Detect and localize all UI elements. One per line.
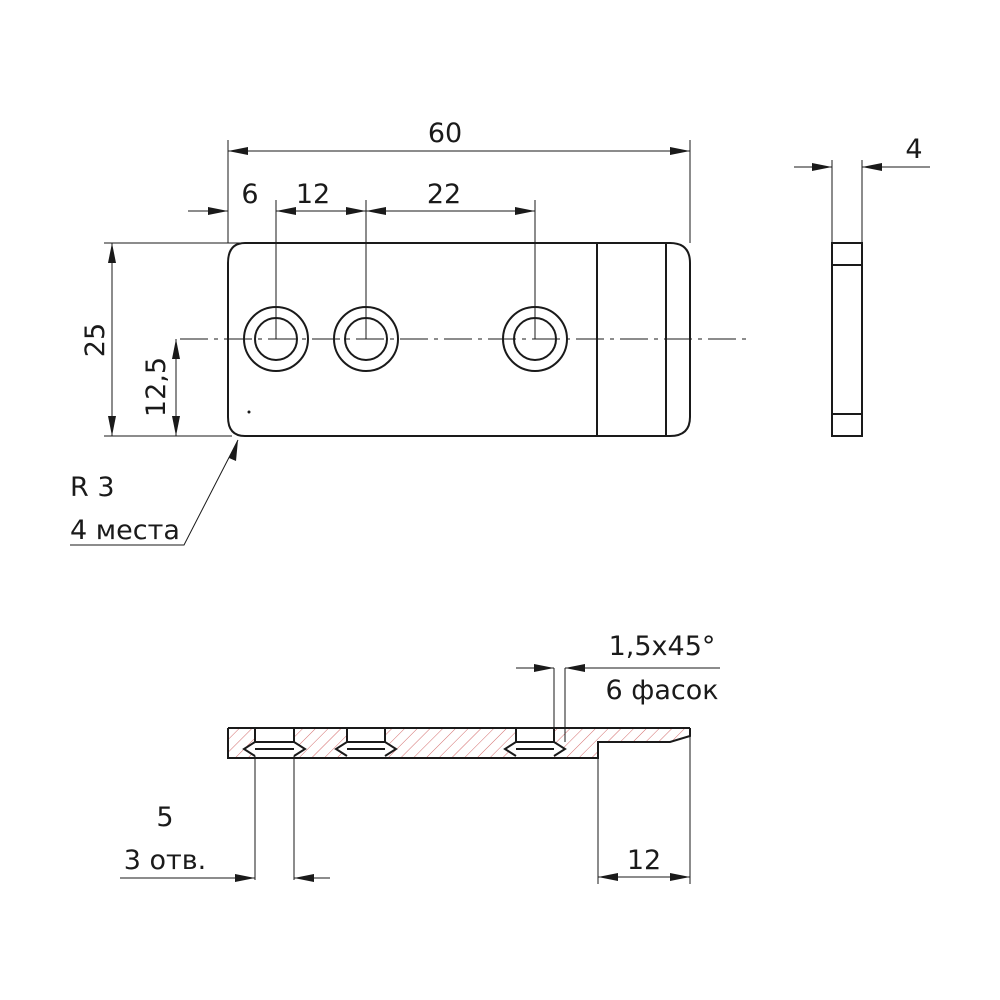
dim-thickness: 4: [794, 134, 930, 171]
hole-dia-note: 5: [156, 802, 173, 833]
hole-count-note: 3 отв.: [124, 845, 207, 876]
dim-label-22: 22: [427, 179, 461, 210]
plate-outline: [227, 242, 691, 437]
dim-height: 25: [80, 243, 116, 436]
section-solid-4: [554, 728, 690, 758]
side-profile: [831, 242, 863, 437]
chamfer-note: 1,5x45°: [609, 631, 716, 662]
section-solid-3: [385, 728, 516, 758]
radius-leader: R 3 4 места: [70, 439, 239, 546]
dim-label-12-5: 12,5: [141, 357, 172, 417]
side-view: [831, 160, 863, 437]
dim-label-25: 25: [80, 323, 111, 357]
dim-centre-height: 12,5: [141, 339, 180, 436]
corner-mark: [247, 410, 251, 414]
dim-label-6: 6: [241, 179, 258, 210]
dim-hole-spacing: 6 12 22: [188, 179, 535, 215]
section-solid-1: [228, 728, 255, 758]
radius-count-note: 4 места: [70, 515, 180, 546]
section-solid-2: [294, 728, 347, 758]
dim-step-length: 12: [597, 736, 691, 884]
dim-label-step-12: 12: [627, 845, 661, 876]
radius-note: R 3: [70, 472, 115, 503]
chamfer-callout: 1,5x45° 6 фасок: [516, 631, 720, 742]
front-view: [180, 242, 752, 437]
chamfer-count-note: 6 фасок: [605, 675, 718, 706]
dim-label-12: 12: [296, 179, 330, 210]
hole-dia-callout: 5 3 отв.: [120, 756, 330, 882]
dim-label-4: 4: [905, 134, 922, 165]
dim-total-length: 60: [228, 118, 690, 155]
dim-label-60: 60: [428, 118, 462, 149]
front-extension-lines: [104, 140, 691, 437]
section-view: [227, 727, 691, 759]
